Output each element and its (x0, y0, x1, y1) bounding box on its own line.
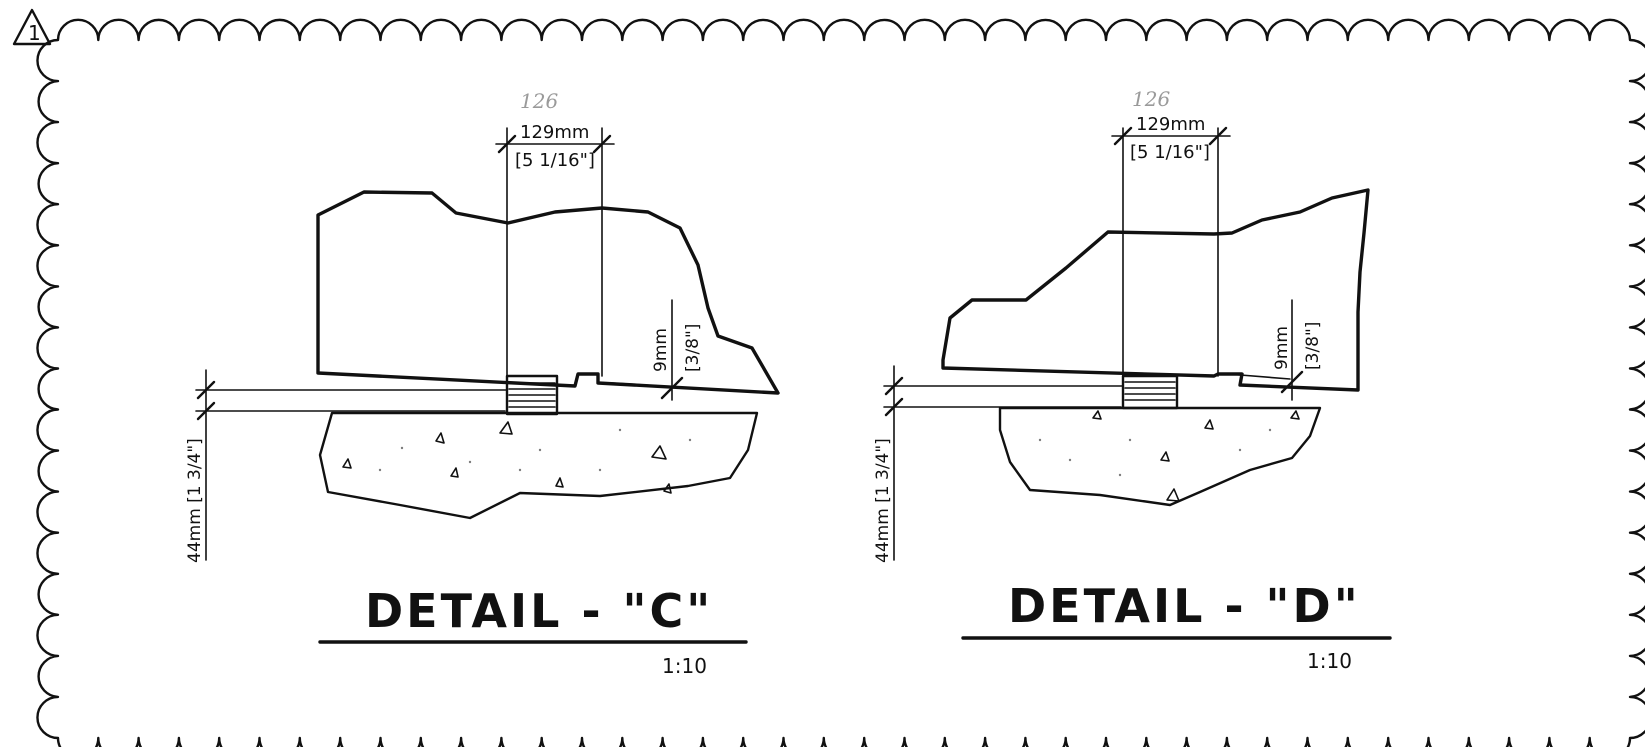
detail-title-d: DETAIL - "D" (1008, 579, 1361, 633)
width-in-d: [5 1/16"] (1130, 142, 1210, 163)
handwritten-width-d: 126 (1132, 87, 1170, 111)
height-dimension-c (195, 369, 508, 561)
handwritten-width-c: 126 (520, 89, 558, 113)
scale-d: 1:10 (1307, 649, 1352, 673)
concrete-slab-c (318, 411, 759, 520)
gap-mm-c: 9mm (651, 328, 671, 372)
concrete-aggregate-c (342, 421, 692, 494)
detail-title-c: DETAIL - "C" (365, 584, 713, 638)
concrete-aggregate-d (1038, 410, 1300, 502)
revision-triangle: 1 (12, 8, 52, 46)
gap-in-c: [3/8"] (683, 324, 703, 372)
gap-dimension-d (1227, 299, 1304, 401)
concrete-slab-d (998, 406, 1322, 507)
detail-c: 126 129mm [5 1/16"] 9mm [3/8"] 44mm [1 3… (185, 89, 780, 678)
shim-hatch-d (1124, 381, 1176, 401)
revision-cloud (36, 18, 1645, 747)
width-mm-d: 129mm (1136, 114, 1205, 135)
gap-dimension-c (611, 299, 684, 401)
width-dimension-c (495, 127, 615, 377)
height-label-c: 44mm [1 3/4"] (185, 438, 205, 563)
width-in-c: [5 1/16"] (515, 150, 595, 171)
scale-c: 1:10 (662, 654, 707, 678)
width-mm-c: 129mm (520, 122, 589, 143)
shim-d (1121, 374, 1179, 410)
detail-d: 126 129mm [5 1/16"] 9mm [3/8"] 44mm [1 3… (873, 87, 1392, 673)
shim-hatch-c (508, 382, 556, 408)
gap-mm-d: 9mm (1272, 326, 1292, 370)
gap-in-d: [3/8"] (1303, 322, 1323, 370)
revision-number: 1 (28, 21, 41, 45)
height-dimension-d (883, 365, 1124, 561)
stone-profile-c (316, 190, 780, 395)
height-label-d: 44mm [1 3/4"] (873, 438, 893, 563)
width-dimension-d (1111, 126, 1231, 377)
